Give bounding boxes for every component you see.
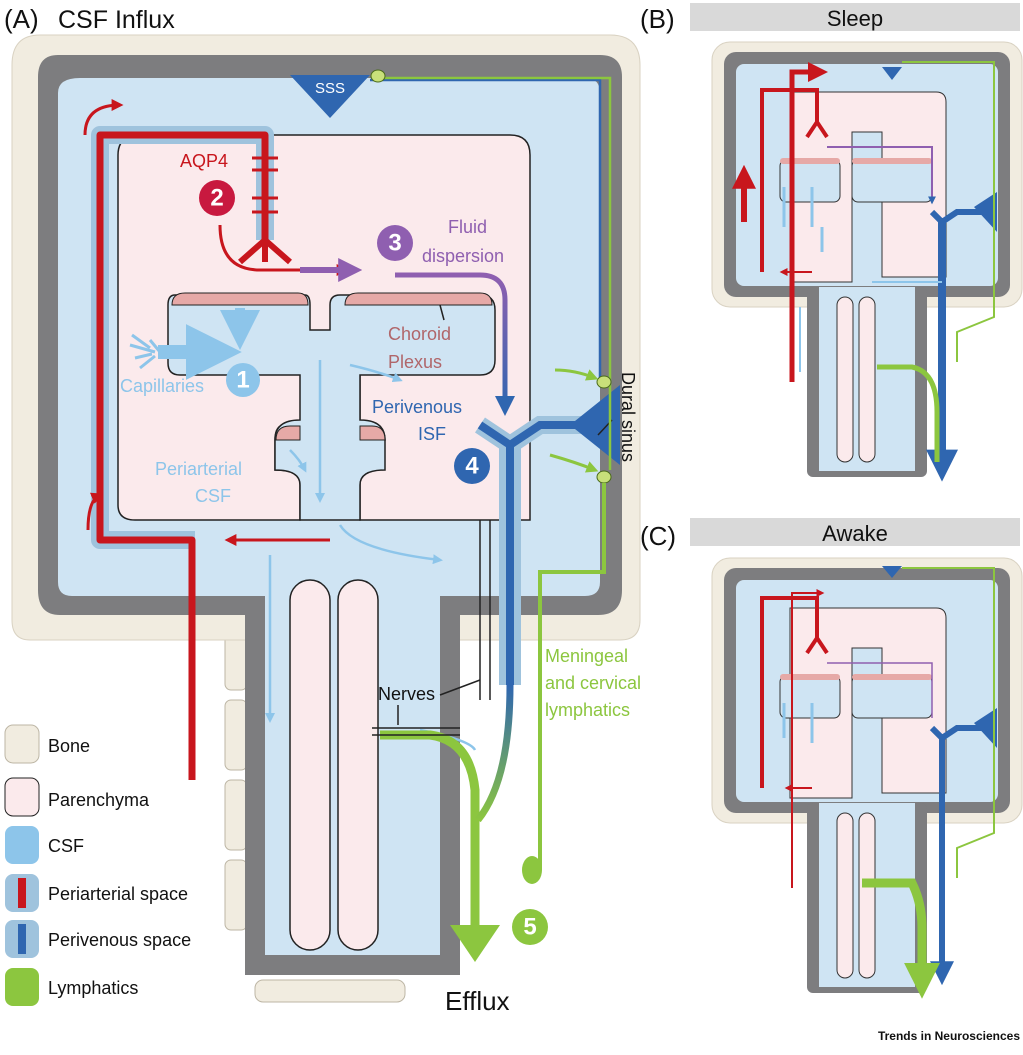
bone-swatch: [4, 724, 40, 764]
legend-item-csf: CSF: [5, 826, 84, 864]
lymph-drain-arrow-lower: [549, 453, 599, 473]
panel-c-letter: (C): [640, 521, 676, 551]
perivenous-label-1: Perivenous: [372, 397, 462, 417]
choroid-plexus-label-2: Plexus: [388, 352, 442, 372]
svg-text:Bone: Bone: [48, 736, 90, 756]
meningeal-lymphatic: [538, 483, 606, 870]
perivenous-label-2: ISF: [418, 424, 446, 444]
spinal-cord-left: [289, 579, 331, 951]
artery: [96, 131, 269, 780]
sss-vein-line: [370, 78, 602, 385]
lymph-node-top: [370, 69, 386, 83]
panel-c-diagram: [711, 557, 1023, 999]
step-3-badge: 3: [377, 225, 413, 261]
sss-label: SSS: [315, 80, 345, 97]
nerves-leader: [439, 679, 481, 696]
nerves: [372, 520, 491, 736]
step-2-badge: 2: [199, 180, 235, 216]
step-1-badge: 1: [226, 363, 260, 397]
svg-text:CSF: CSF: [48, 836, 84, 856]
artery-branch: [238, 237, 292, 265]
svg-text:2: 2: [210, 185, 223, 212]
arterial-flow-arrow-left: [86, 492, 104, 531]
panel-b: (B) Sleep: [640, 3, 1023, 482]
panel-c-title-bar: [690, 518, 1020, 546]
svg-text:Parenchyma: Parenchyma: [48, 790, 150, 810]
efflux-arrow: [450, 925, 500, 962]
svg-text:Perivenous space: Perivenous space: [48, 930, 191, 950]
choroid-plexus-lower-left: [275, 425, 301, 441]
choroid-plexus-label-1: Choroid: [388, 324, 451, 344]
svg-text:Lymphatics: Lymphatics: [48, 978, 138, 998]
panel-a-letter: (A): [4, 4, 39, 34]
fluid-dispersion-label-1: Fluid: [448, 217, 487, 237]
panel-c: (C) Awake: [640, 518, 1023, 999]
choroid-plexus-left: [171, 292, 309, 306]
step-5-badge: 5: [512, 909, 548, 945]
venous-efflux-stream: [475, 684, 514, 823]
legend-item-lymphatics: Lymphatics: [5, 968, 138, 1006]
panel-a: (A) CSF Influx SSS: [4, 4, 641, 1016]
aqp4-label: AQP4: [180, 151, 228, 171]
panel-b-diagram: [711, 41, 1023, 482]
svg-text:5: 5: [523, 914, 536, 941]
lymph-node-lower-right: [596, 470, 612, 484]
capillaries-label: Capillaries: [120, 376, 204, 396]
periarterial-label-2: CSF: [195, 486, 231, 506]
svg-text:Periarterial space: Periarterial space: [48, 884, 188, 904]
periarterial-label-1: Periarterial: [155, 459, 242, 479]
svg-text:3: 3: [388, 230, 401, 257]
csf-swatch: [5, 826, 39, 864]
panel-b-letter: (B): [640, 4, 675, 34]
panel-a-title: CSF Influx: [58, 6, 175, 34]
legend: Bone Parenchyma CSF Periarterial space P…: [4, 724, 191, 1006]
panel-b-title: Sleep: [827, 6, 883, 31]
choroid-plexus-lower-right: [359, 425, 386, 441]
lymphatics-label-3: lymphatics: [545, 700, 630, 720]
csf-flow-arrows: [265, 360, 477, 751]
parenchyma-swatch: [4, 777, 40, 817]
spinal-cord-right: [337, 579, 379, 951]
efflux-label: Efflux: [445, 986, 510, 1016]
credit: Trends in Neurosciences: [878, 1029, 1020, 1043]
dural-sinus-triangle: [570, 385, 620, 465]
lymphatics-swatch: [5, 968, 39, 1006]
legend-item-perivenous: Perivenous space: [5, 920, 191, 958]
panel-c-title: Awake: [822, 521, 888, 546]
svg-text:1: 1: [236, 367, 249, 394]
legend-item-bone: Bone: [4, 724, 90, 764]
choroid-plexus-right: [344, 292, 493, 306]
step-4-badge: 4: [454, 448, 490, 484]
fluid-dispersion-path: [395, 272, 515, 416]
cervical-lymph-node: [522, 856, 542, 884]
lymphatics-label-2: and cervical: [545, 673, 641, 693]
lymph-node-upper-right: [596, 375, 612, 389]
arterial-flow-arrow-dispersion: [218, 224, 349, 276]
lymphatics-label-1: Meningeal: [545, 646, 628, 666]
lymph-drain-arrow-upper: [554, 368, 599, 381]
nerves-label: Nerves: [378, 684, 435, 704]
sss-sinus: [290, 75, 370, 118]
legend-item-periarterial: Periarterial space: [5, 874, 188, 912]
svg-text:4: 4: [465, 453, 479, 480]
capillaries-icon: [129, 333, 162, 370]
choroid-plexus-leader: [439, 304, 445, 321]
lymph-top-line: [380, 76, 612, 470]
aqp4-channels: [252, 156, 278, 214]
legend-item-parenchyma: Parenchyma: [4, 777, 150, 817]
arterial-flow-arrow-top: [83, 99, 124, 136]
panel-b-title-bar: [690, 3, 1020, 31]
fluid-dispersion-label-2: dispersion: [422, 246, 504, 266]
dural-sinus-label: Dural sinus: [618, 372, 638, 462]
